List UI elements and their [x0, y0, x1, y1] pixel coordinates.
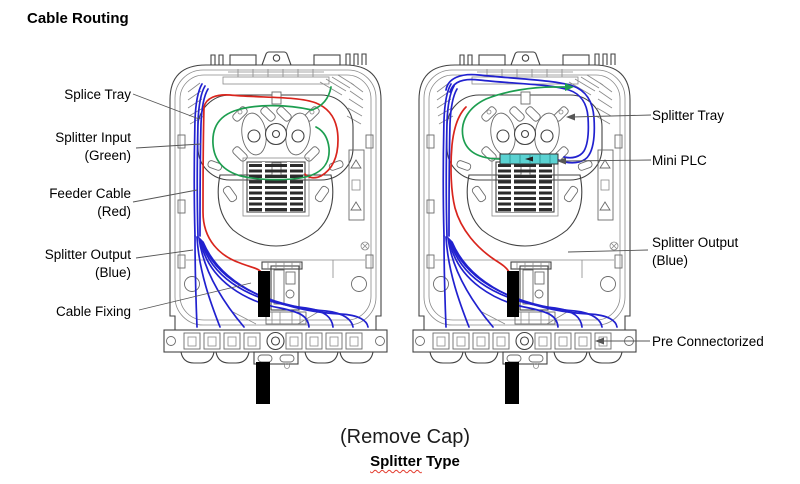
- right-enclosure-drawing: [412, 51, 637, 404]
- cable-fixing-block-right: [505, 271, 519, 404]
- label-pre-connectorized: Pre Connectorized: [652, 333, 764, 351]
- caption-splitter-type: Splitter Type: [330, 453, 500, 470]
- caption-remove-cap: (Remove Cap): [339, 426, 471, 448]
- label-splitter-input: Splitter Input (Green): [0, 129, 131, 164]
- label-splitter-output-left-line2: (Blue): [94, 264, 131, 280]
- label-cable-fixing: Cable Fixing: [0, 303, 131, 321]
- splice-tray-leader-line: [132, 93, 200, 120]
- splitter-input-fiber-left: [212, 86, 332, 181]
- mini-plc-leader-line: [562, 159, 652, 162]
- label-feeder-cable-line1: Feeder Cable: [49, 186, 131, 201]
- leader-lines: [132, 93, 652, 345]
- label-mini-plc-text: Mini PLC: [652, 153, 707, 168]
- label-mini-plc: Mini PLC: [652, 152, 707, 170]
- label-splice-tray-text: Splice Tray: [64, 87, 131, 102]
- label-splitter-output-left-line1: Splitter Output: [44, 247, 131, 262]
- label-splitter-tray-text: Splitter Tray: [652, 108, 725, 123]
- label-pre-connectorized-text: Pre Connectorized: [652, 334, 764, 349]
- label-splitter-output-right-line2: (Blue): [652, 252, 689, 268]
- label-splitter-input-line2: (Green): [84, 147, 131, 163]
- label-cable-fixing-text: Cable Fixing: [55, 304, 131, 319]
- splitter-input-fiber-right: [461, 83, 574, 160]
- mini-plc-component: [499, 153, 559, 165]
- feeder-cable-fiber-left: [202, 94, 339, 273]
- splitter-tray-leader-line: [571, 114, 652, 118]
- mini-plc-arrowhead: [557, 157, 566, 165]
- label-splitter-tray: Splitter Tray: [652, 107, 724, 125]
- label-splitter-output-right: Splitter Output (Blue): [652, 234, 738, 269]
- splitter-input-leader-line: [135, 143, 202, 149]
- splitter-output-fibers-right: [442, 73, 618, 328]
- label-feeder-cable: Feeder Cable (Red): [0, 185, 131, 220]
- caption-splitter-type-word2: Type: [421, 453, 460, 470]
- splitter-output-right-leader-line: [567, 249, 649, 253]
- caption-splitter-type-word1: Splitter: [370, 453, 422, 470]
- feeder-cable-fiber-right: [450, 106, 510, 273]
- feeder-cable-leader-line: [132, 189, 198, 203]
- label-splice-tray: Splice Tray: [0, 86, 131, 104]
- feeder-cable-stub-left: [256, 362, 270, 404]
- label-splitter-output-right-line1: Splitter Output: [652, 235, 739, 250]
- cable-fixing-block-left: [256, 271, 270, 404]
- splitter-tray-arrowhead: [566, 113, 575, 121]
- label-splitter-input-line1: Splitter Input: [55, 130, 131, 145]
- label-splitter-output-left: Splitter Output (Blue): [0, 246, 131, 281]
- page-title: Cable Routing: [27, 10, 129, 27]
- pre-connectorized-arrowhead: [595, 337, 604, 345]
- label-feeder-cable-line2: (Red): [97, 203, 131, 219]
- left-enclosure-drawing: [163, 51, 388, 404]
- splitter-output-left-leader-line: [135, 249, 194, 259]
- feeder-cable-stub-right: [505, 362, 519, 404]
- cable-fixing-leader-line: [138, 282, 252, 311]
